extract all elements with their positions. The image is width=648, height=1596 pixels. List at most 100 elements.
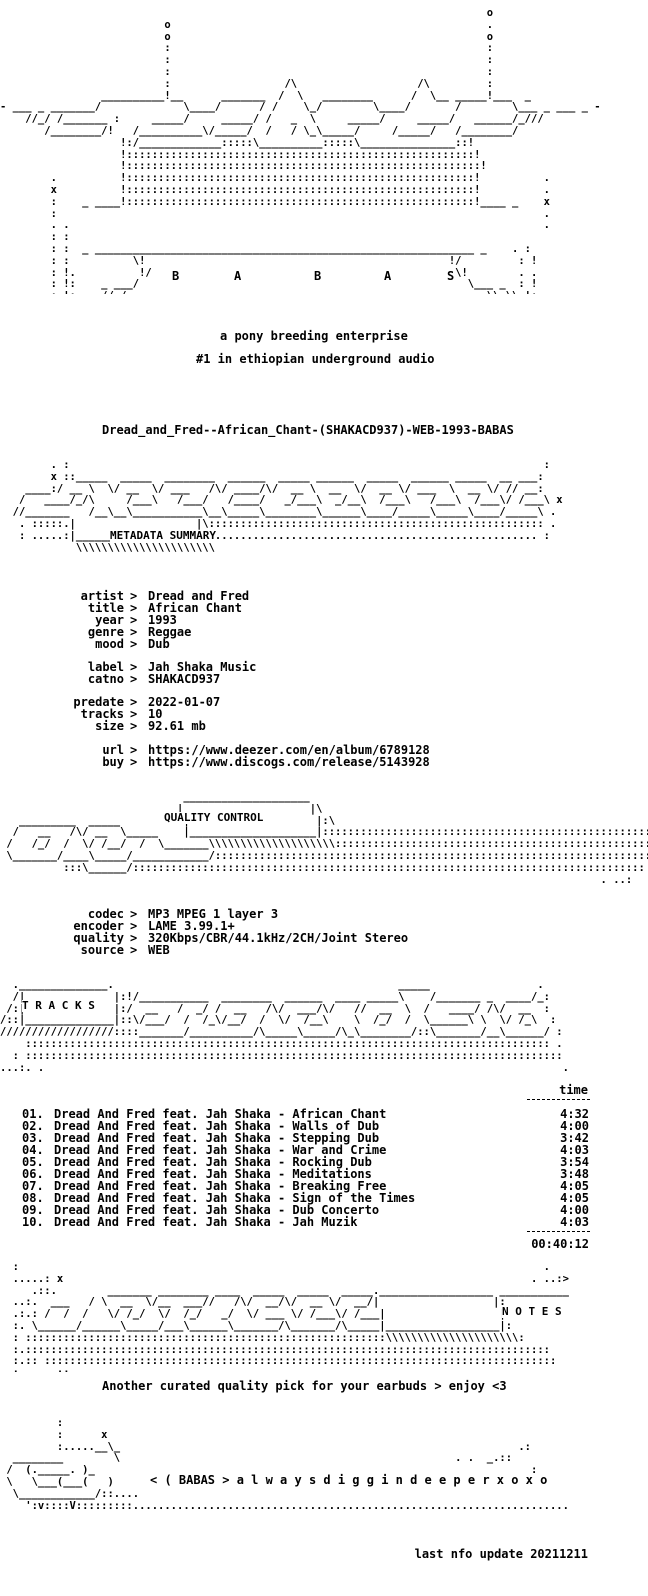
metadata-row: predate>2022-01-07 — [73, 695, 221, 709]
total-time: 00:40:12 — [531, 1237, 589, 1251]
metadata-row: label>Jah Shaka Music — [87, 660, 257, 674]
track-title: Dread And Fred feat. Jah Shaka - Sign of… — [54, 1191, 416, 1205]
track-time: 4:00 — [560, 1203, 589, 1217]
metadata-value: Jah Shaka Music — [148, 660, 257, 674]
quality-key: quality — [73, 931, 124, 945]
logo-subtitle: #1 in ethiopian underground audio — [196, 352, 435, 366]
footer-art: : : x :.....__\_ .: ________ \ . . _.:: … — [6, 1418, 569, 1512]
metadata-key: tracks — [80, 707, 124, 721]
quality-key: encoder — [73, 919, 124, 933]
track-title: Dread And Fred feat. Jah Shaka - Dub Con… — [54, 1203, 380, 1217]
metadata-row: artist>Dread and Fred — [80, 589, 250, 603]
metadata-buy-url[interactable]: https://www.discogs.com/release/5143928 — [148, 755, 430, 769]
quality-row: encoder>LAME 3.99.1+ — [73, 919, 235, 933]
logo-letter-4: A — [384, 269, 392, 283]
metadata-key: size — [95, 719, 124, 733]
track-number: 01. — [22, 1107, 44, 1121]
metadata-section-title: METADATA SUMMARY — [110, 529, 216, 542]
time-header-divider — [527, 1099, 590, 1100]
track-time: 4:03 — [560, 1215, 589, 1229]
track-time: 3:54 — [560, 1155, 589, 1169]
metadata-key: genre — [87, 625, 124, 639]
track-title: Dread And Fred feat. Jah Shaka - Steppin… — [54, 1131, 380, 1145]
metadata-row: buy>https://www.discogs.com/release/5143… — [102, 755, 430, 769]
track-number: 06. — [22, 1167, 44, 1181]
metadata-key: predate — [73, 695, 124, 709]
metadata-key: buy — [102, 755, 124, 769]
metadata-row: size>92.61 mb — [95, 719, 206, 733]
time-column-header: time — [559, 1083, 588, 1097]
metadata-key: title — [87, 601, 124, 615]
metadata-value: Dub — [148, 637, 170, 651]
track-title: Dread And Fred feat. Jah Shaka - African… — [54, 1107, 387, 1121]
track-row: 07. Dread And Fred feat. Jah Shaka - Brea… — [0, 1180, 648, 1192]
metadata-value: 10 — [148, 707, 163, 721]
track-title: Dread And Fred feat. Jah Shaka - Breakin… — [54, 1179, 387, 1193]
metadata-value: 1993 — [148, 613, 177, 627]
metadata-row: tracks>10 — [80, 707, 163, 721]
quality-key: codec — [87, 907, 124, 921]
track-number: 03. — [22, 1131, 44, 1145]
logo-letter-5: S — [447, 269, 455, 283]
track-row: 06. Dread And Fred feat. Jah Shaka - Medi… — [0, 1168, 648, 1180]
metadata-row: catno>SHAKACD937 — [87, 672, 221, 686]
quality-key: source — [80, 943, 124, 957]
track-row: 03. Dread And Fred feat. Jah Shaka - Step… — [0, 1132, 648, 1144]
track-time: 4:05 — [560, 1191, 589, 1205]
metadata-url[interactable]: https://www.deezer.com/en/album/6789128 — [148, 743, 430, 757]
total-divider — [527, 1231, 590, 1232]
metadata-row: title>African Chant — [87, 601, 242, 615]
quality-value: MP3 MPEG 1 layer 3 — [148, 907, 279, 921]
metadata-value: 2022-01-07 — [148, 695, 221, 709]
logo-tagline: a pony breeding enterprise — [220, 329, 408, 343]
metadata-key: label — [87, 660, 124, 674]
track-number: 04. — [22, 1143, 44, 1157]
notes-section-title: N O T E S — [502, 1305, 562, 1318]
metadata-value: Reggae — [148, 625, 192, 639]
tracks-section-title: T R A C K S — [22, 999, 95, 1012]
track-time: 4:03 — [560, 1143, 589, 1157]
quality-row: quality>320Kbps/CBR/44.1kHz/2CH/Joint St… — [73, 931, 409, 945]
track-time: 4:00 — [560, 1119, 589, 1133]
quality-value: 320Kbps/CBR/44.1kHz/2CH/Joint Stereo — [148, 931, 409, 945]
quality-value: WEB — [148, 943, 170, 957]
metadata-key: artist — [80, 589, 124, 603]
track-row: 01. Dread And Fred feat. Jah Shaka - Afri… — [0, 1108, 648, 1120]
metadata-row: mood>Dub — [95, 637, 170, 651]
quality-section-title: QUALITY CONTROL — [164, 811, 264, 824]
track-number: 09. — [22, 1203, 44, 1217]
track-row: 02. Dread And Fred feat. Jah Shaka - Wall… — [0, 1120, 648, 1132]
track-row: 04. Dread And Fred feat. Jah Shaka - War … — [0, 1144, 648, 1156]
release-name: Dread_and_Fred--African_Chant-(SHAKACD93… — [102, 423, 514, 437]
track-time: 4:32 — [560, 1107, 589, 1121]
metadata-row: year>1993 — [95, 613, 177, 627]
last-update: last nfo update 20211211 — [414, 1547, 588, 1561]
track-row: 09. Dread And Fred feat. Jah Shaka - Dub … — [0, 1204, 648, 1216]
metadata-key: mood — [95, 637, 124, 651]
quality-header-art: ____________________ | |\ _________ ____… — [6, 792, 648, 886]
metadata-value: Dread and Fred — [148, 589, 250, 603]
track-time: 4:05 — [560, 1179, 589, 1193]
notes-header-art: : . .....: x . ..:> .::. ______ — [12, 1262, 569, 1372]
track-number: 02. — [22, 1119, 44, 1133]
track-title: Dread And Fred feat. Jah Shaka - Walls o… — [54, 1119, 380, 1133]
tracks-header-art: .______________. _____ . /| |:!/________… — [0, 980, 569, 1074]
metadata-value: SHAKACD937 — [148, 672, 221, 686]
track-number: 10. — [22, 1215, 44, 1229]
track-time: 3:48 — [560, 1167, 589, 1181]
track-time: 3:42 — [560, 1131, 589, 1145]
footer-tag: < ( BABAS > a l w a y s d i g g i n d e … — [150, 1473, 548, 1487]
track-title: Dread And Fred feat. Jah Shaka - Meditat… — [54, 1167, 372, 1181]
track-row: 08.Dread And Fred feat. Jah Shaka - Sign… — [0, 1192, 648, 1204]
notes-text: Another curated quality pick for your ea… — [102, 1379, 507, 1393]
track-title: Dread And Fred feat. Jah Shaka - War and… — [54, 1143, 387, 1157]
quality-row: source>WEB — [80, 943, 170, 957]
metadata-row: genre>Reggae — [87, 625, 192, 639]
logo-letter-2: A — [234, 269, 242, 283]
track-title: Dread And Fred feat. Jah Shaka - Rocking… — [54, 1155, 372, 1169]
track-number: 07. — [22, 1179, 44, 1193]
babas-logo-art: o o . o o : — [0, 8, 601, 294]
track-row: 05.Dread And Fred feat. Jah Shaka - Rock… — [0, 1156, 648, 1168]
logo-letter-1: B — [172, 269, 180, 283]
metadata-value: 92.61 mb — [148, 719, 206, 733]
